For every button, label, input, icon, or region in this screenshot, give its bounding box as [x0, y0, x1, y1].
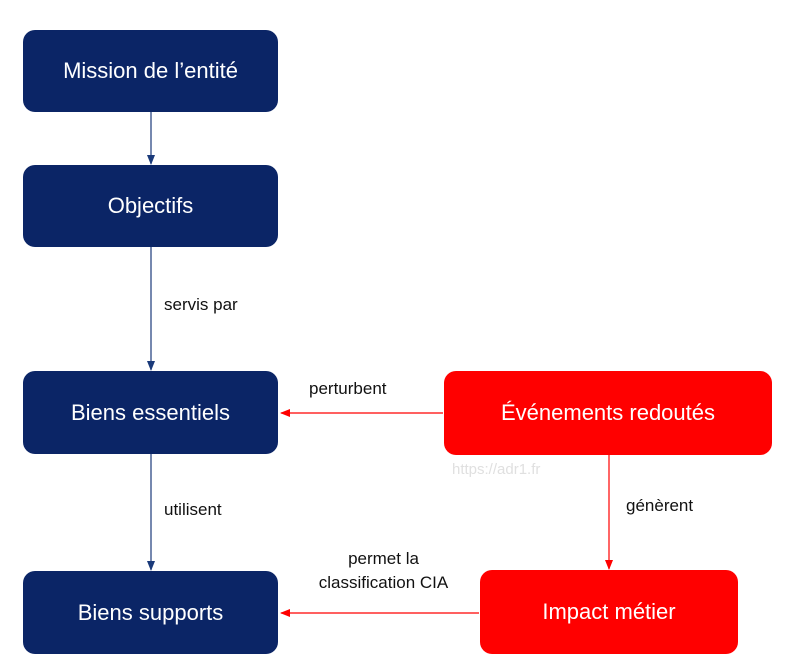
node-mission: Mission de l’entité — [23, 30, 278, 112]
node-evenements-redoutes: Événements redoutés — [444, 371, 772, 455]
node-objectifs: Objectifs — [23, 165, 278, 247]
node-objectifs-label: Objectifs — [107, 193, 194, 218]
node-mission-label: Mission de l’entité — [63, 58, 238, 83]
edge-label-generent: génèrent — [626, 496, 694, 515]
watermark: https://adr1.fr — [452, 461, 541, 478]
edge-label-utilisent: utilisent — [164, 500, 222, 519]
node-impact-metier: Impact métier — [480, 570, 738, 654]
edge-label-perturbent: perturbent — [309, 379, 387, 398]
node-evenements-label: Événements redoutés — [500, 400, 716, 425]
edge-label-servis-par: servis par — [164, 295, 238, 314]
edge-label-permet-classification: permet la classification CIA — [296, 547, 471, 595]
node-biens-essentiels: Biens essentiels — [23, 371, 278, 454]
node-biens-supports-label: Biens supports — [77, 599, 224, 625]
node-biens-supports: Biens supports — [23, 571, 278, 654]
node-impact-label: Impact métier — [542, 599, 676, 624]
edge-label-permet-line1: permet la — [348, 549, 419, 568]
edge-label-permet-line2: classification CIA — [318, 573, 449, 592]
node-biens-essentiels-label: Biens essentiels — [71, 399, 230, 425]
